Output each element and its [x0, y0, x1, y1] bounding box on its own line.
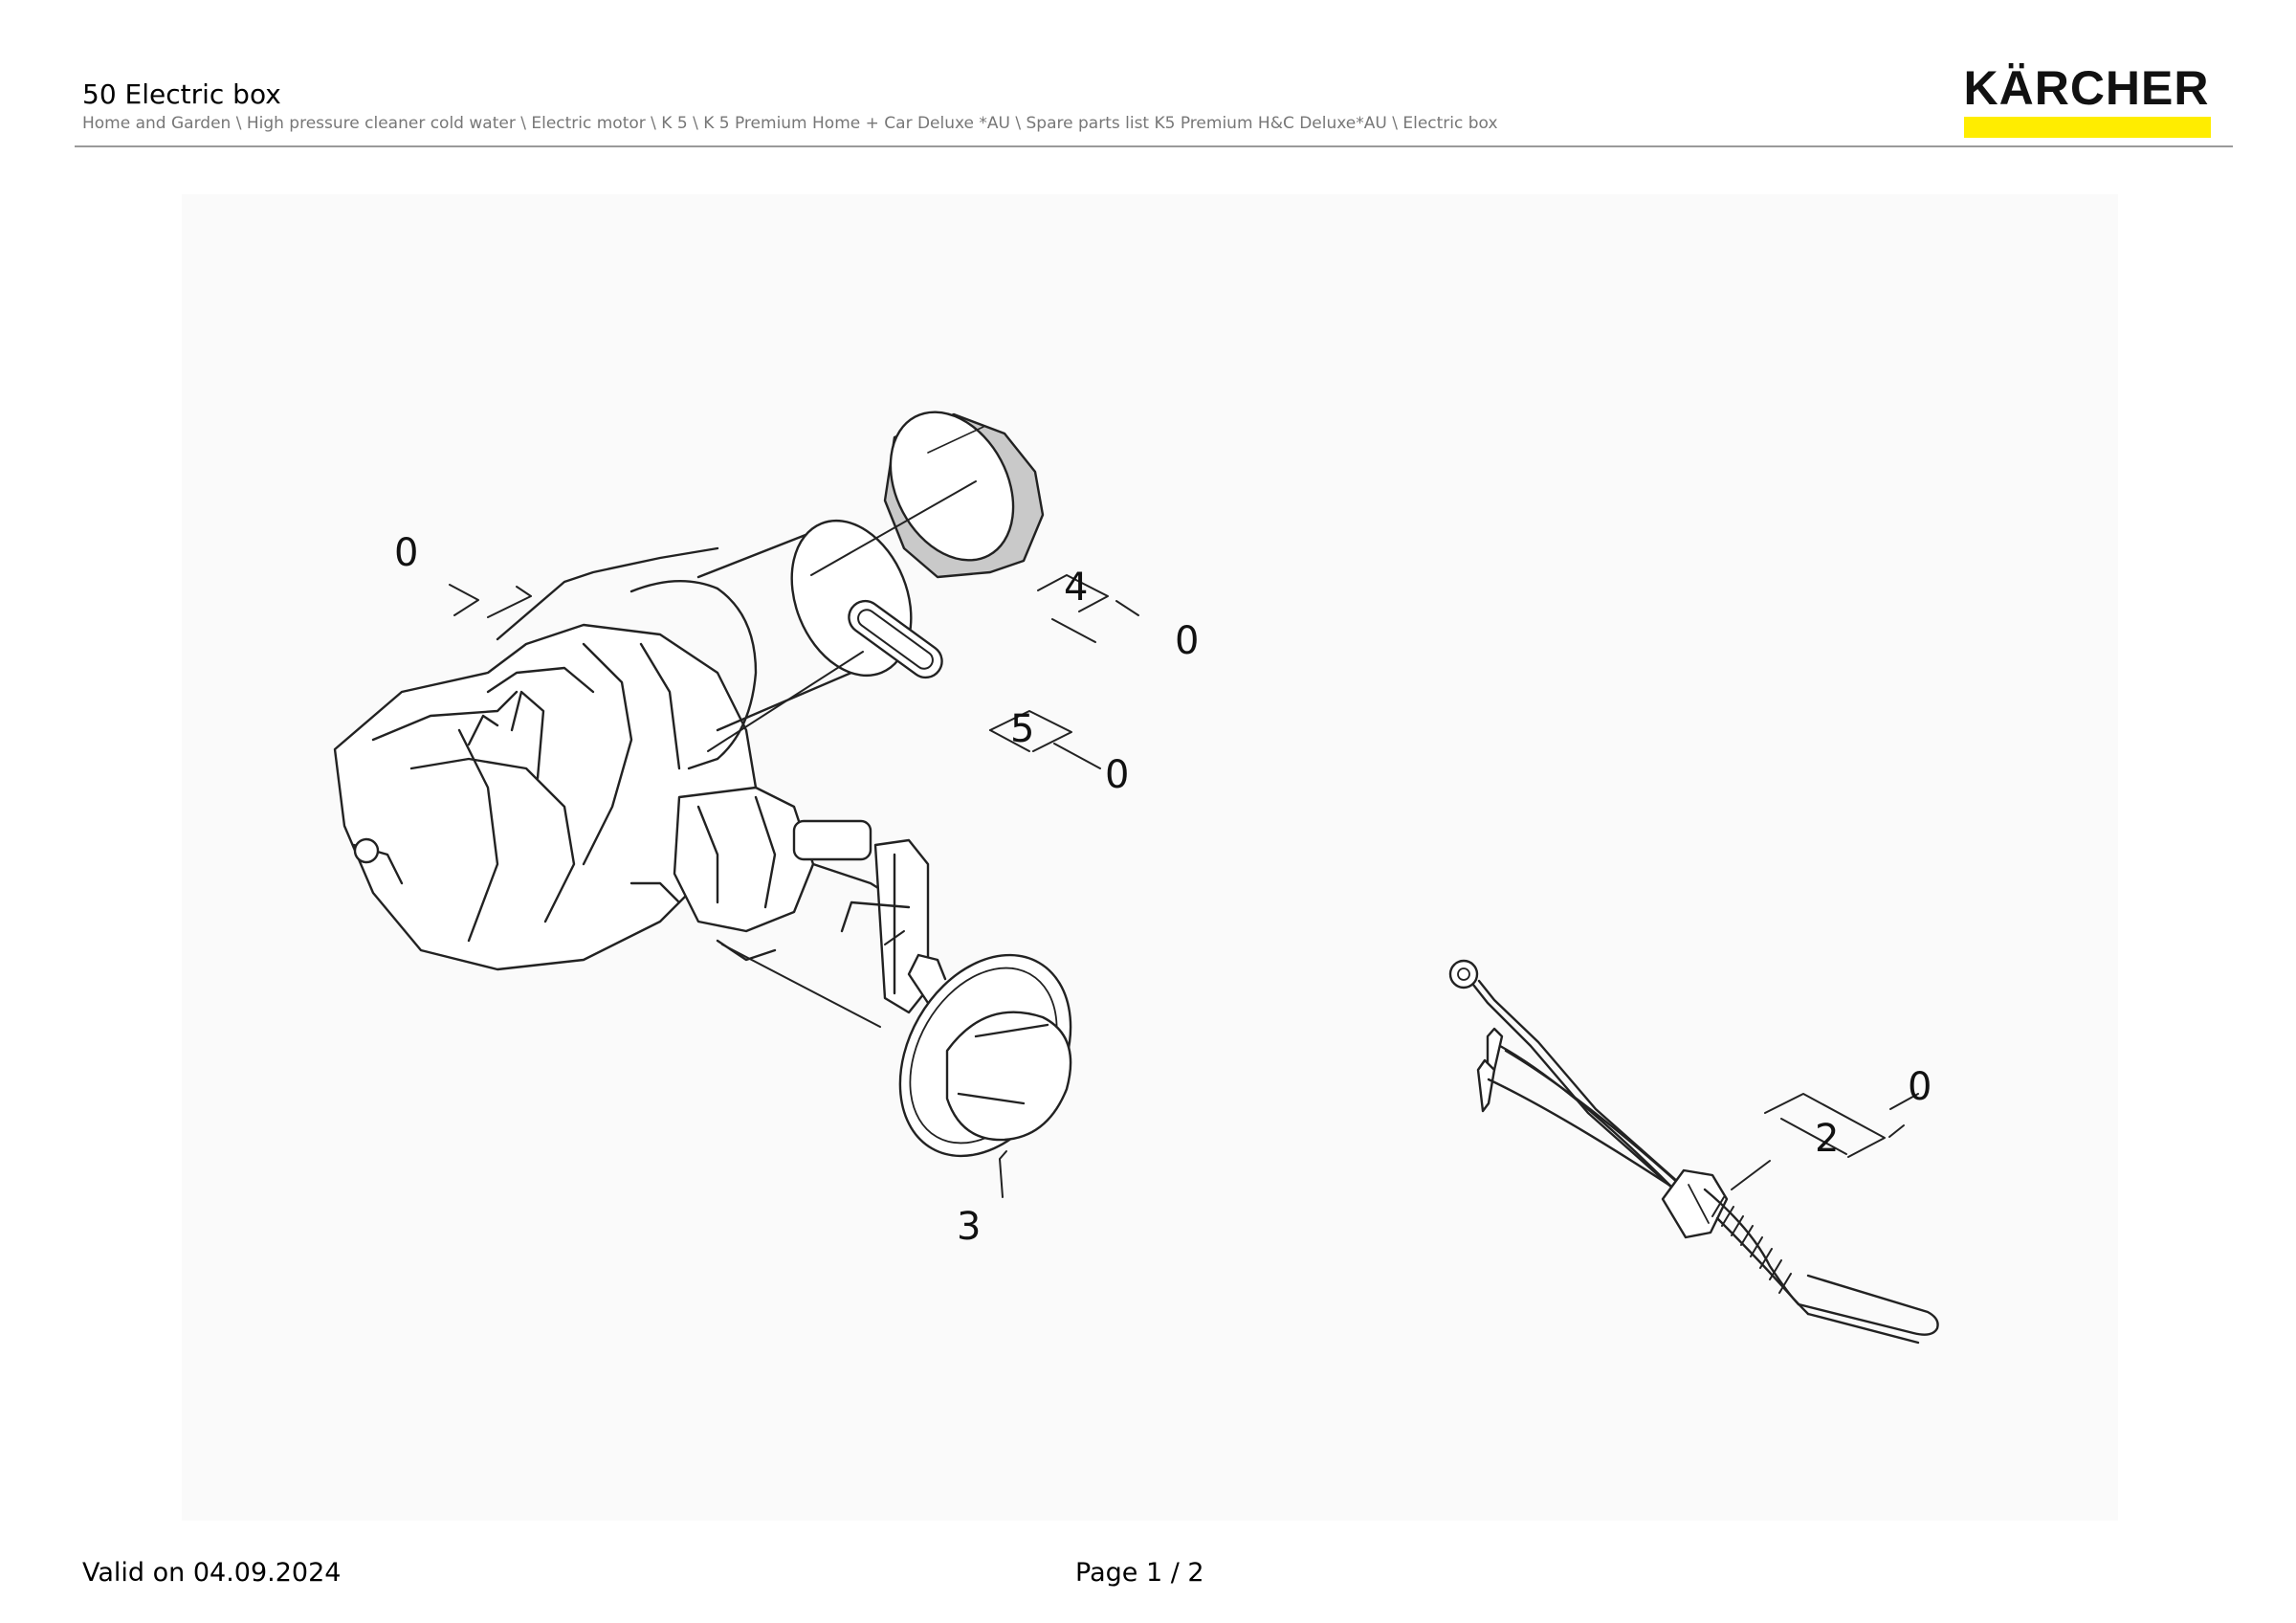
callout-seal-position: 5 [1010, 707, 1034, 751]
motor-assembly [333, 519, 930, 1028]
logo-yellow-bar [1964, 117, 2211, 138]
callout-sleeve-quantity: 0 [1175, 619, 1199, 663]
header-divider [75, 145, 2233, 147]
callout-cable-quantity: 0 [1908, 1065, 1932, 1109]
callout-brackets [449, 574, 1919, 1158]
drawing-svg: 0 4 0 5 0 2 0 3 [333, 411, 1939, 1345]
karcher-logo: KÄRCHER [1961, 63, 2212, 138]
seal-part [707, 599, 943, 752]
callout-motor-position: 0 [394, 531, 418, 575]
logo-wordmark: KÄRCHER [1963, 61, 2210, 115]
breadcrumb: Home and Garden \ High pressure cleaner … [82, 114, 1498, 133]
page-title: 50 Electric box [82, 78, 281, 110]
page-number: Page 1 / 2 [1075, 1558, 1204, 1588]
validity-date: Valid on 04.09.2024 [82, 1558, 342, 1588]
callout-cover-position: 3 [957, 1205, 981, 1249]
cover-part [898, 953, 1072, 1198]
callout-cable-position: 2 [1815, 1117, 1839, 1161]
callout-seal-quantity: 0 [1105, 753, 1129, 797]
exploded-parts-drawing: 0 4 0 5 0 2 0 3 [182, 194, 2118, 1521]
sleeve-part [810, 411, 1045, 579]
callout-sleeve-position: 4 [1064, 566, 1088, 610]
cable-part [1448, 959, 1939, 1345]
